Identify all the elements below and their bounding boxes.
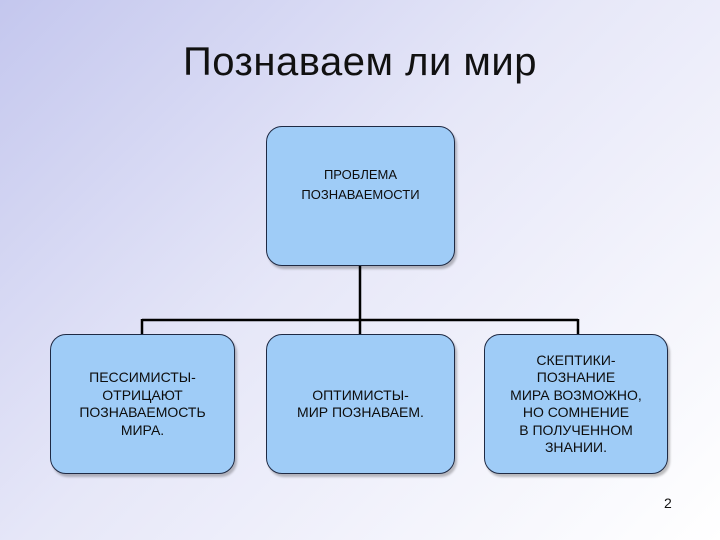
skeptics-node-box: СКЕПТИКИ- ПОЗНАНИЕ МИРА ВОЗМОЖНО, НО СОМ…	[484, 334, 668, 474]
root-node-box: ПРОБЛЕМА ПОЗНАВАЕМОСТИ	[266, 126, 455, 266]
optimists-node-box: ОПТИМИСТЫ- МИР ПОЗНАВАЕМ.	[266, 334, 455, 474]
page-number: 2	[664, 495, 672, 511]
slide-title: Познаваем ли мир	[182, 40, 537, 84]
pessimists-node-box: ПЕССИМИСТЫ- ОТРИЦАЮТ ПОЗНАВАЕМОСТЬ МИРА.	[50, 334, 235, 474]
